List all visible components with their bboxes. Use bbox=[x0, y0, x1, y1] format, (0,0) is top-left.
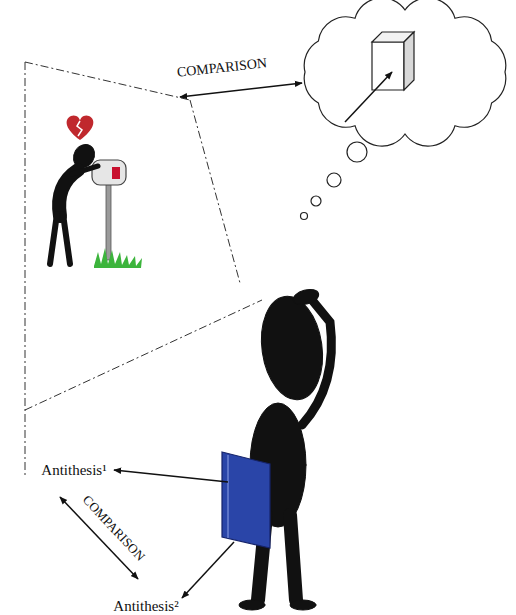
figure-foot bbox=[239, 600, 265, 610]
figure-foot bbox=[290, 600, 316, 610]
grass bbox=[94, 248, 142, 268]
thought-bubble bbox=[311, 196, 321, 206]
antithesis-label: Antithesis² bbox=[113, 599, 178, 614]
antithesis-arrow bbox=[114, 470, 228, 482]
broken-heart bbox=[67, 115, 94, 140]
thought-cloud bbox=[304, 0, 506, 146]
thought-bubble bbox=[347, 142, 367, 162]
cube-face bbox=[404, 32, 414, 90]
figure-leg bbox=[50, 214, 57, 264]
thought-bubble bbox=[301, 213, 308, 220]
book bbox=[222, 452, 270, 548]
antithesis-arrow bbox=[182, 542, 234, 598]
cube-face bbox=[372, 42, 404, 90]
figure-leg bbox=[63, 214, 70, 264]
figure-leg bbox=[290, 515, 296, 600]
figure-body bbox=[59, 170, 78, 216]
figure-hand bbox=[292, 287, 321, 307]
antithesis-label: Antithesis¹ bbox=[41, 463, 106, 478]
sight-line bbox=[190, 100, 240, 283]
mailbox-post bbox=[106, 184, 111, 260]
figure-arm bbox=[72, 166, 98, 174]
comparison-label: COMPARISON bbox=[81, 493, 148, 563]
comparison-arrow bbox=[180, 83, 302, 97]
thought-bubble bbox=[327, 173, 341, 187]
book-spine bbox=[228, 455, 229, 538]
heart-crack bbox=[77, 121, 82, 136]
pointer-arrow bbox=[345, 72, 392, 122]
frame-line bbox=[25, 62, 26, 478]
sight-line bbox=[25, 300, 262, 410]
figure-arm bbox=[302, 300, 331, 425]
frame-line bbox=[25, 62, 190, 100]
comparison-label: COMPARISON bbox=[176, 56, 267, 79]
mailbox-flag bbox=[112, 167, 120, 179]
